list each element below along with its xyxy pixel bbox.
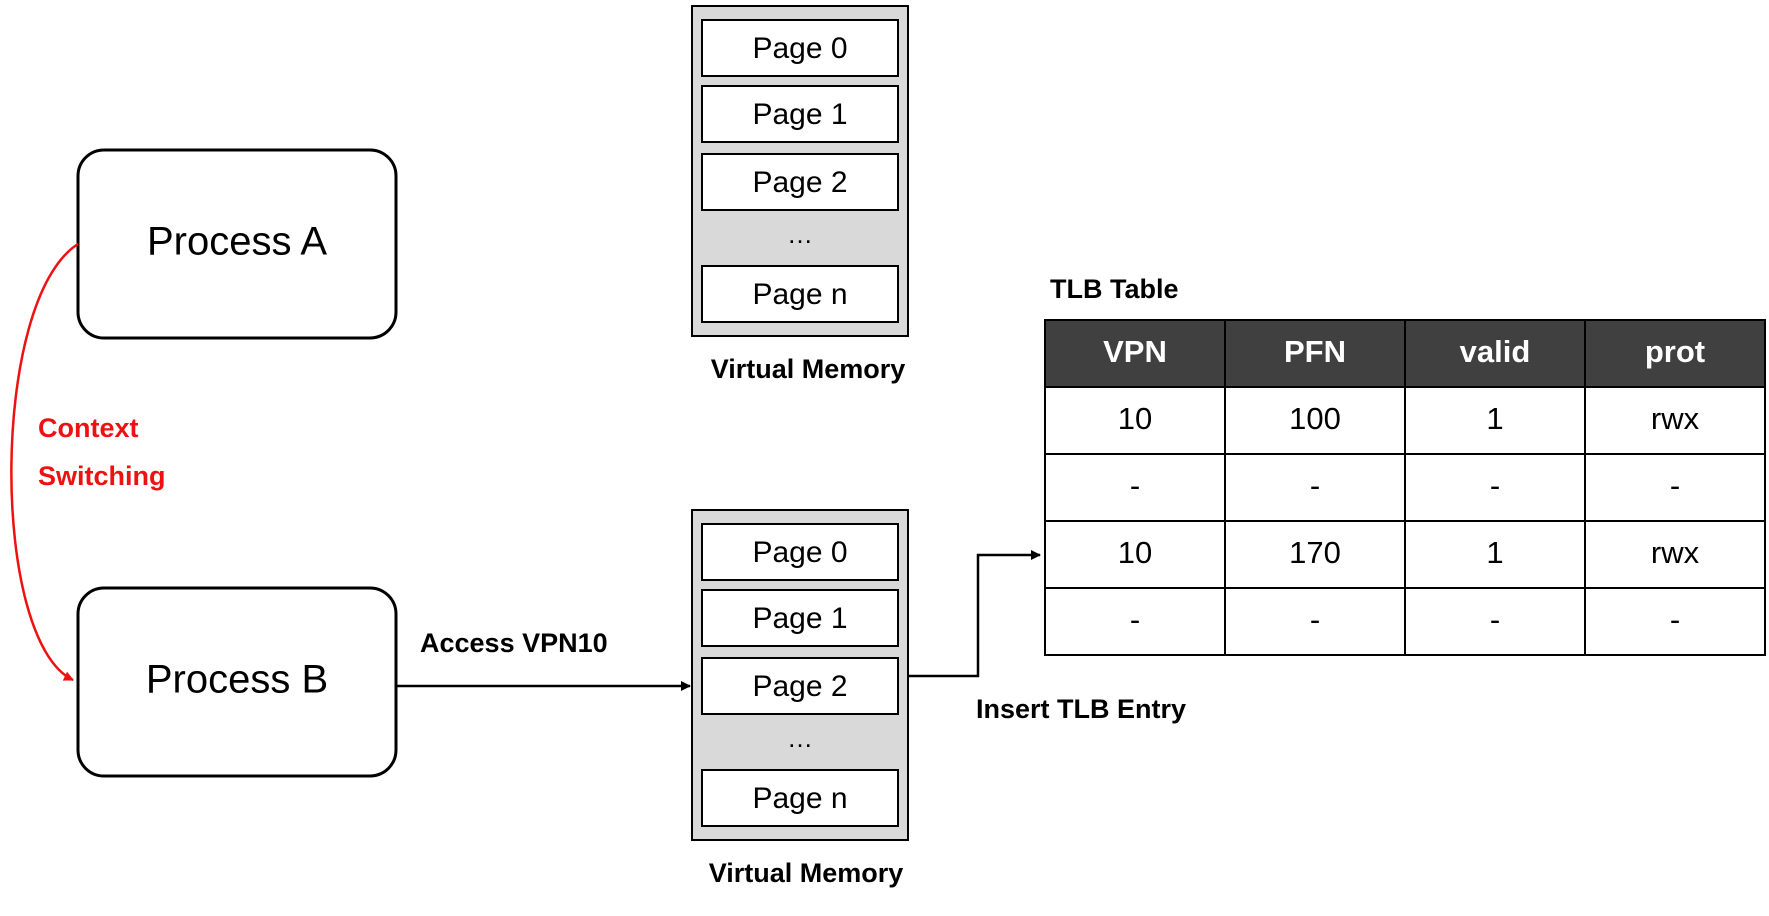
vm-top-caption: Virtual Memory xyxy=(711,354,906,384)
tlb-cell-1-valid: - xyxy=(1490,468,1500,503)
virtual-memory-top: Page 0 Page 1 Page 2 … Page n xyxy=(691,5,909,337)
process-b-node: Process B xyxy=(76,586,398,778)
vm-top-page-2: Page 2 xyxy=(752,166,847,199)
tlb-header-prot: prot xyxy=(1645,334,1705,369)
tlb-cell-2-prot: rwx xyxy=(1651,535,1700,570)
insert-tlb-arrow xyxy=(908,550,1041,678)
tlb-header-pfn: PFN xyxy=(1284,334,1346,369)
tlb-title: TLB Table xyxy=(1050,274,1179,304)
tlb-cell-0-vpn: 10 xyxy=(1118,401,1152,436)
tlb-table: VPN PFN valid prot 10 100 1 rwx - - - - … xyxy=(1044,319,1766,656)
tlb-cell-1-vpn: - xyxy=(1130,468,1140,503)
context-switch-label-line1: Context xyxy=(38,413,139,443)
tlb-cell-1-pfn: - xyxy=(1310,468,1320,503)
vm-bottom-page-0: Page 0 xyxy=(752,536,847,569)
tlb-row-1: - - - - xyxy=(1130,468,1680,503)
tlb-cell-2-valid: 1 xyxy=(1486,535,1503,570)
tlb-cell-3-prot: - xyxy=(1670,602,1680,637)
tlb-cell-0-prot: rwx xyxy=(1651,401,1700,436)
vm-bottom-page-2: Page 2 xyxy=(752,670,847,703)
vm-bottom-page-n: Page n xyxy=(752,782,847,815)
process-a-label: Process A xyxy=(147,220,327,264)
vm-top-ellipsis: … xyxy=(787,219,813,249)
tlb-header-row: VPN PFN valid prot xyxy=(1103,334,1705,369)
vm-bottom-ellipsis: … xyxy=(787,723,813,753)
vm-top-page-n: Page n xyxy=(752,278,847,311)
vm-bottom-caption: Virtual Memory xyxy=(709,858,904,888)
tlb-row-0: 10 100 1 rwx xyxy=(1118,401,1700,436)
tlb-cell-0-pfn: 100 xyxy=(1289,401,1341,436)
access-label: Access VPN10 xyxy=(420,628,608,658)
vm-bottom-page-1: Page 1 xyxy=(752,602,847,635)
process-a-node: Process A xyxy=(76,148,398,340)
context-switch-arrow xyxy=(10,242,79,682)
vm-top-page-1: Page 1 xyxy=(752,98,847,131)
tlb-cell-1-prot: - xyxy=(1670,468,1680,503)
tlb-cell-3-vpn: - xyxy=(1130,602,1140,637)
tlb-cell-2-vpn: 10 xyxy=(1118,535,1152,570)
insert-tlb-label: Insert TLB Entry xyxy=(976,694,1186,724)
tlb-header-vpn: VPN xyxy=(1103,334,1167,369)
virtual-memory-bottom: Page 0 Page 1 Page 2 … Page n xyxy=(691,509,909,841)
tlb-cell-0-valid: 1 xyxy=(1486,401,1503,436)
vm-top-page-0: Page 0 xyxy=(752,32,847,65)
tlb-row-2: 10 170 1 rwx xyxy=(1118,535,1700,570)
context-switch-label-line2: Switching xyxy=(38,461,166,491)
tlb-cell-3-pfn: - xyxy=(1310,602,1320,637)
tlb-header-valid: valid xyxy=(1460,334,1531,369)
tlb-row-3: - - - - xyxy=(1130,602,1680,637)
tlb-cell-3-valid: - xyxy=(1490,602,1500,637)
tlb-cell-2-pfn: 170 xyxy=(1289,535,1341,570)
process-b-label: Process B xyxy=(146,658,328,702)
